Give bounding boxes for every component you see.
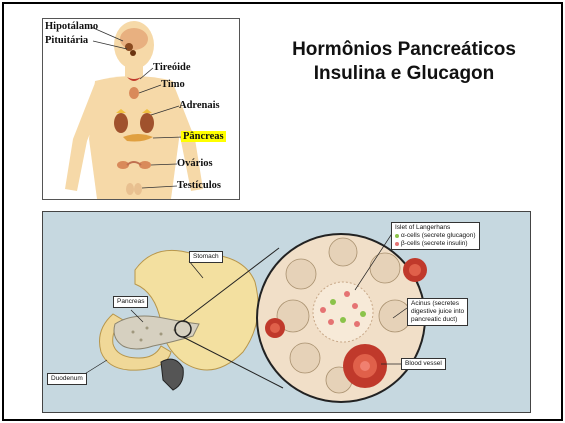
alpha-cell-swatch — [395, 234, 399, 238]
label-pancreas: Pancreas — [113, 296, 148, 308]
title-line-2: Insulina e Glucagon — [254, 62, 554, 86]
acinus-line-3: pancreatic duct) — [411, 316, 464, 324]
pancreas-islet-diagram: Stomach Pancreas Duodenum Islet of Lange… — [42, 211, 531, 413]
label-stomach: Stomach — [189, 251, 223, 263]
endocrine-body-diagram: Hipotálamo Pituitária Tireóide Timo Adre… — [42, 18, 240, 200]
label-duodenum: Duodenum — [47, 373, 87, 385]
label-pituitaria: Pituitária — [45, 35, 88, 46]
label-tireoide: Tireóide — [153, 62, 191, 73]
label-acinus: Acinus (secretes digestive juice into pa… — [407, 298, 468, 326]
acinus-line-2: digestive juice into — [411, 308, 464, 316]
label-islet-of-langerhans: Islet of Langerhans — [395, 224, 476, 232]
islet-legend: Islet of Langerhans α-cells (secrete glu… — [391, 222, 480, 250]
label-testiculos: Testículos — [177, 180, 221, 191]
label-blood-vessel: Blood vessel — [401, 358, 446, 370]
beta-cell-swatch — [395, 242, 399, 246]
label-alpha-cells: α-cells (secrete glucagon) — [401, 232, 476, 240]
label-pancreas-highlighted: Pâncreas — [181, 131, 226, 142]
legend-alpha-cells: α-cells (secrete glucagon) — [395, 232, 476, 240]
label-beta-cells: β-cells (secrete insulin) — [401, 240, 468, 248]
legend-beta-cells: β-cells (secrete insulin) — [395, 240, 476, 248]
acinus-line-1: Acinus (secretes — [411, 300, 464, 308]
slide-title: Hormônios Pancreáticos Insulina e Glucag… — [254, 38, 554, 86]
title-line-1: Hormônios Pancreáticos — [254, 38, 554, 62]
label-ovarios: Ovários — [177, 158, 213, 169]
label-timo: Timo — [161, 79, 185, 90]
label-adrenais: Adrenais — [179, 100, 220, 111]
label-hipotalamo: Hipotálamo — [45, 21, 98, 32]
